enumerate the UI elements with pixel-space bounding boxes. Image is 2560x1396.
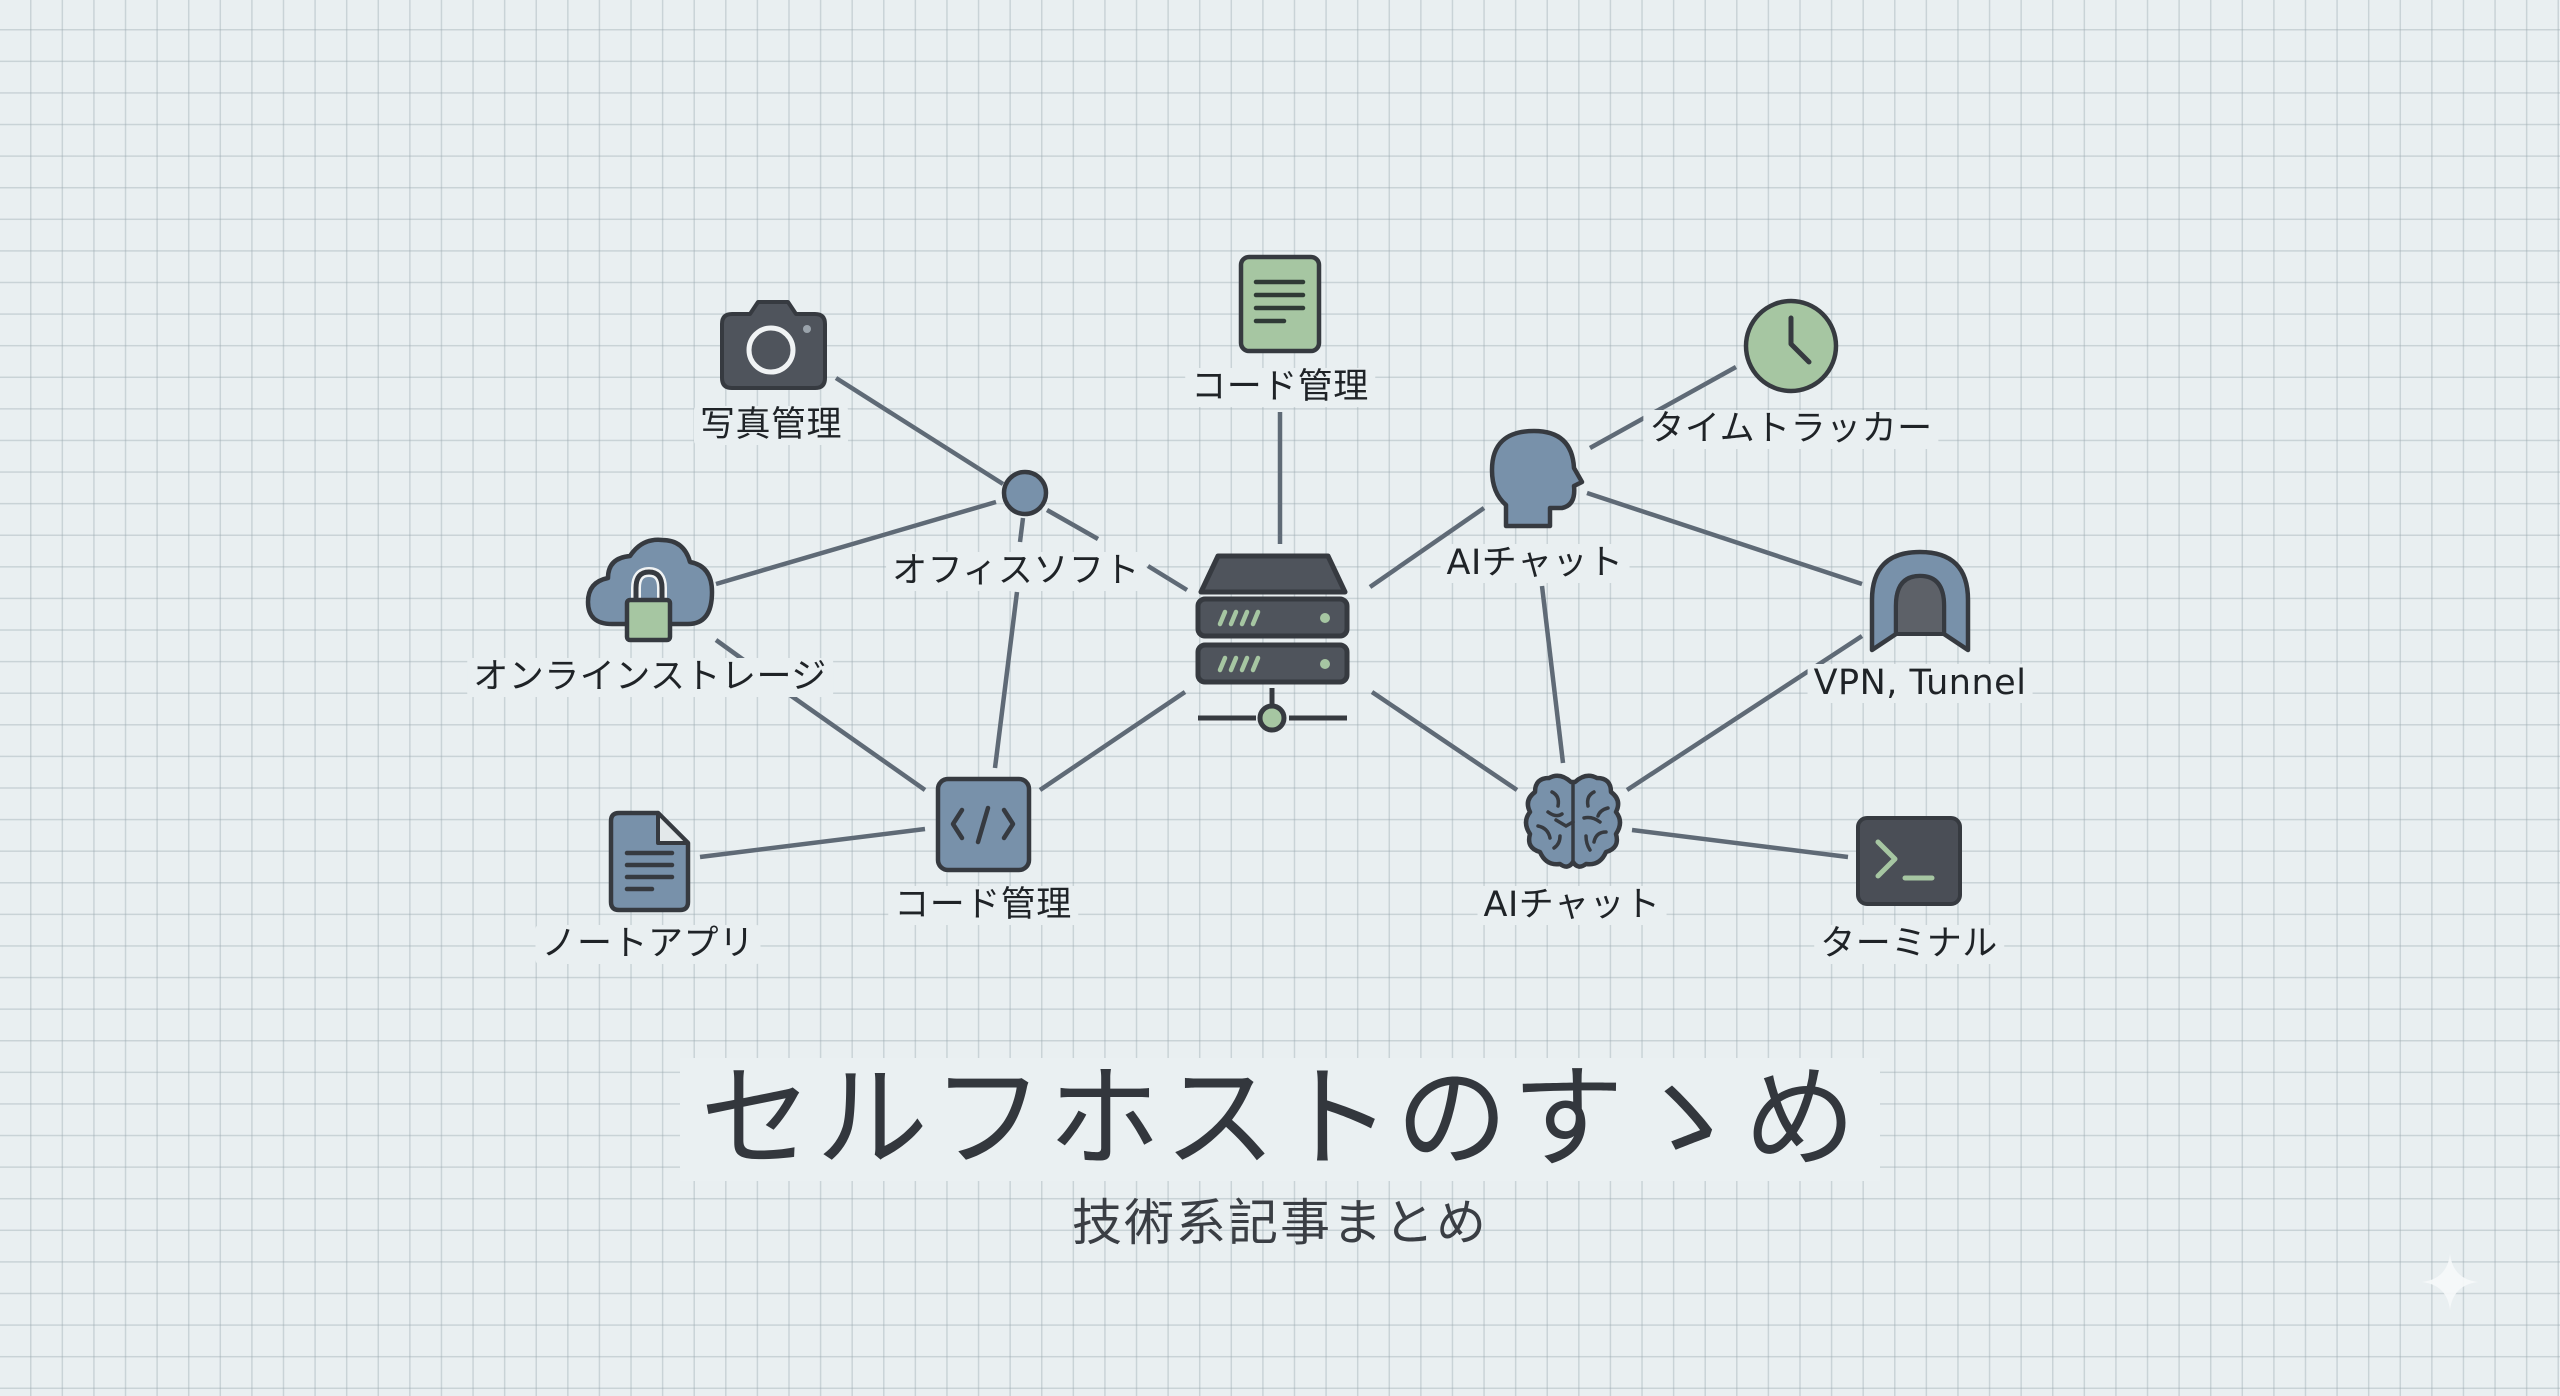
edge-note-code — [699, 826, 926, 860]
edge-storage-code-b — [788, 693, 927, 792]
code-icon[interactable] — [935, 776, 1032, 873]
tunnel-icon[interactable] — [1869, 549, 1971, 653]
edges — [699, 365, 1864, 860]
camera-icon[interactable] — [720, 300, 827, 390]
edge-office-code-b — [992, 591, 1020, 769]
edge-hub-brain — [1370, 690, 1519, 792]
terminal-icon[interactable] — [1856, 816, 1962, 906]
edge-office-code-a — [1017, 517, 1026, 543]
document-icon[interactable] — [1238, 254, 1322, 354]
edge-brain-terminal — [1631, 827, 1849, 860]
circle-node-icon[interactable] — [1001, 469, 1049, 517]
label-vpn: VPN, Tunnel — [1807, 664, 2033, 703]
edge-office-hub-b — [1146, 564, 1189, 592]
head-icon[interactable] — [1489, 428, 1585, 529]
label-office: オフィスソフト — [886, 552, 1146, 591]
label-storage: オンラインストレージ — [467, 658, 833, 697]
edge-hub-head — [1368, 506, 1486, 589]
edge-head-vpn — [1586, 490, 1863, 587]
edge-photo-office — [834, 376, 1005, 486]
edge-storage-office — [715, 499, 997, 587]
label-note: ノートアプリ — [535, 925, 761, 964]
file-text-icon[interactable] — [608, 810, 691, 913]
brain-icon[interactable] — [1523, 773, 1623, 869]
edge-head-brain — [1539, 585, 1566, 764]
label-code-top: コード管理 — [1185, 368, 1375, 407]
edge-office-hub-a — [1045, 508, 1100, 541]
sparkle-icon — [2422, 1254, 2478, 1310]
page-subtitle: 技術系記事まとめ — [1072, 1194, 1488, 1252]
page-title: セルフホストのすゝめ — [680, 1057, 1880, 1182]
label-code-bottom: コード管理 — [888, 886, 1078, 925]
edge-brain-vpn — [1625, 634, 1864, 792]
server-icon[interactable] — [1195, 553, 1350, 733]
label-photo: 写真管理 — [693, 406, 849, 445]
label-terminal: ターミナル — [1814, 925, 2004, 964]
clock-icon[interactable] — [1743, 298, 1839, 394]
edge-code-hub — [1038, 690, 1187, 792]
cloud-lock-icon[interactable] — [585, 537, 715, 643]
edge-head-timer — [1588, 365, 1738, 450]
label-timer: タイムトラッカー — [1643, 410, 1939, 449]
label-ai-brain: AIチャット — [1477, 886, 1667, 925]
label-ai-head: AIチャット — [1440, 544, 1630, 583]
